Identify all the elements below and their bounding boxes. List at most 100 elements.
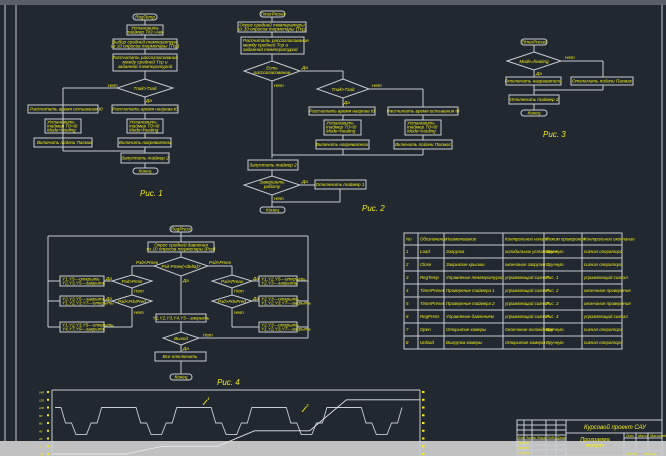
fig4-left-box1-line1: Y1,Y5—открыть — [62, 277, 100, 282]
fig1-box-mismatch-line3: заданной температурой — [117, 63, 173, 69]
fig2-right-box1-label: Рассчитать время остывания t0 — [387, 109, 460, 114]
title-block-subject-line2: модуля — [586, 443, 605, 449]
table-cell: управляющий сигнал — [504, 288, 549, 293]
table-cell: Управление температурой — [446, 275, 504, 280]
fig4-left-box2-line2: Y1,Y2,Y3,Y7—открыть — [62, 301, 114, 306]
flowchart-fig2: TimerPreset Опрос средней температуры из… — [237, 10, 460, 214]
title-block-col-scale: Масштаб — [650, 434, 666, 438]
title-block-row-izm: Изм. Лист — [518, 436, 534, 440]
fig4-left-box2-line1: Y2,Y3,Y5—закрыть — [62, 297, 106, 302]
chart-y-tick-label-left: 0 — [39, 445, 41, 449]
table-cell: Управление давлением — [446, 314, 494, 319]
fig4-left-no-1: Нет — [134, 289, 144, 294]
fig4-exit-no: Нет — [203, 333, 213, 338]
bottom-status-area — [0, 441, 666, 456]
fig2-decision-temp-label: Tnak>Tзад — [332, 87, 355, 92]
fig3-right-box[interactable] — [570, 76, 634, 86]
fig1-end-terminal[interactable] — [132, 167, 159, 175]
fig3-left-box-label: Отключить нагреватели — [505, 79, 562, 84]
fig1-box-timer-line1: Установить — [131, 26, 159, 31]
fig2-right-box2-line3: Mode=cooling — [407, 129, 436, 134]
table-cell: управляющий сигнал — [583, 275, 628, 280]
table-cell: управляющий сигнал — [504, 314, 549, 319]
fig2-right-box2-line1: Установить — [407, 121, 435, 126]
cad-drawing-canvas[interactable]: RegTemp Установить таймер Т#1=Акк Выбор … — [0, 5, 666, 456]
fig1-end-label: Конец — [139, 169, 152, 174]
table-cell: 8 — [406, 340, 409, 345]
fig1-left-box2[interactable] — [44, 118, 82, 134]
fig2-decision-mismatch-line2: рассогласование — [253, 70, 291, 75]
chart-series-pressure — [52, 399, 420, 455]
table-cell: Открытие камеры — [446, 327, 487, 332]
chart-y-tick-label-left: 100 — [39, 406, 44, 410]
chart-y-tick-right — [422, 453, 425, 455]
fig1-box-average-line1: Выбор средней температуры — [112, 39, 178, 45]
fig2-box-mismatch-line1: Рассчитать рассогласование — [243, 38, 309, 43]
chart-y-tick-right — [422, 391, 425, 393]
fig1-left-box1-label: Рассчитать время остывания t0 — [30, 107, 103, 112]
title-block-subject-line1: Программа — [580, 437, 610, 443]
table-cell: TimerPreset — [420, 301, 445, 306]
fig4-left-decision2-label: Pзд<PdvPred — [118, 299, 146, 304]
table-cell: Load — [420, 249, 430, 254]
fig2-box-start-timer2[interactable] — [247, 159, 299, 171]
fig3-end-terminal[interactable] — [520, 109, 548, 117]
fig1-no-label: Нет — [108, 83, 118, 88]
fig4-box-poll-line1: Опрос средней давления — [154, 242, 208, 248]
fig4-caption: Рис. 4 — [217, 378, 240, 387]
table-cell: 5 — [406, 301, 409, 306]
table-cell: управляющий сигнал — [504, 301, 549, 306]
fig1-left-box1[interactable] — [27, 104, 99, 114]
table-cell: Рис. 4 — [546, 314, 559, 319]
table-cell: 2 — [405, 262, 409, 267]
table-cell: окончание загрузки — [505, 262, 546, 267]
table-cell: сигнал оператора — [584, 327, 623, 332]
fig4-right-decision1-label: Pзд<Pmax — [221, 279, 244, 284]
table-cell: 3 — [406, 275, 409, 280]
fig4-right-box1-line1: Y1,Y2,Y5—открыть — [261, 277, 306, 282]
fig2-box-stop-timer1-label: Отключить таймер 1 — [316, 181, 365, 187]
chart-y-tick-right — [422, 422, 425, 424]
fig3-caption: Рис. 3 — [543, 130, 566, 139]
chart-y-tick-right — [422, 406, 425, 409]
table-header-cell: Контрольное окончание — [584, 237, 635, 242]
chart-y-tick-left — [47, 422, 49, 424]
fig4-right-box3-line1: Y2,Y3—открыть — [261, 323, 299, 328]
fig4-right-no-2: Нет — [234, 310, 244, 315]
fig1-box-start-timer2-label: Запустить таймер 2 — [121, 155, 169, 161]
fig1-box-mismatch-line1: Рассчитать рассогласование — [112, 55, 178, 60]
table-header-cell: Наименование — [446, 237, 477, 242]
chart-y-tick-left — [47, 406, 49, 409]
fig2-decision-finish-line2: работу — [263, 184, 281, 189]
fig2-box-poll-line2: из 10 опросов термопары (Тср) — [238, 27, 307, 32]
fig4-pless-label: Pзд<Pтек — [136, 260, 159, 265]
fig2-mid-box2-line3: Mode=heating — [326, 129, 356, 134]
chart-y-tick-right — [422, 398, 425, 401]
fig2-box-mismatch-line3: заданной температурой — [242, 46, 298, 52]
fig4-right-box1-line2: Y2,Y3—закрыть — [261, 281, 298, 286]
fig4-right-box2-line1: Y2,Y3—открыть — [261, 297, 299, 302]
chart-y-tick-right — [422, 414, 425, 417]
fig4-mid-box-label: Y1,Y2,Y3,Y4,Y5—закрыть — [153, 316, 210, 321]
chart-y-tick-left — [47, 437, 49, 440]
table-cell: Open — [420, 327, 431, 332]
fig3-no-label: Нет — [565, 55, 575, 60]
flowchart-fig3: TimerPreset Mode=heating Нет Да Отключит… — [505, 38, 634, 139]
fig2-end-terminal[interactable] — [259, 206, 286, 214]
fig4-right-decision2-label: Pзд>PdvPred — [218, 299, 246, 304]
chart-annotation-2: 2 — [305, 403, 309, 408]
chart-y-tick-left — [47, 398, 49, 401]
fig1-left-box3[interactable] — [33, 137, 93, 148]
chart-annotation-1: 1 — [207, 396, 210, 401]
title-block-row-date: Дата — [556, 436, 566, 440]
fig2-mid-box1[interactable] — [308, 106, 376, 116]
